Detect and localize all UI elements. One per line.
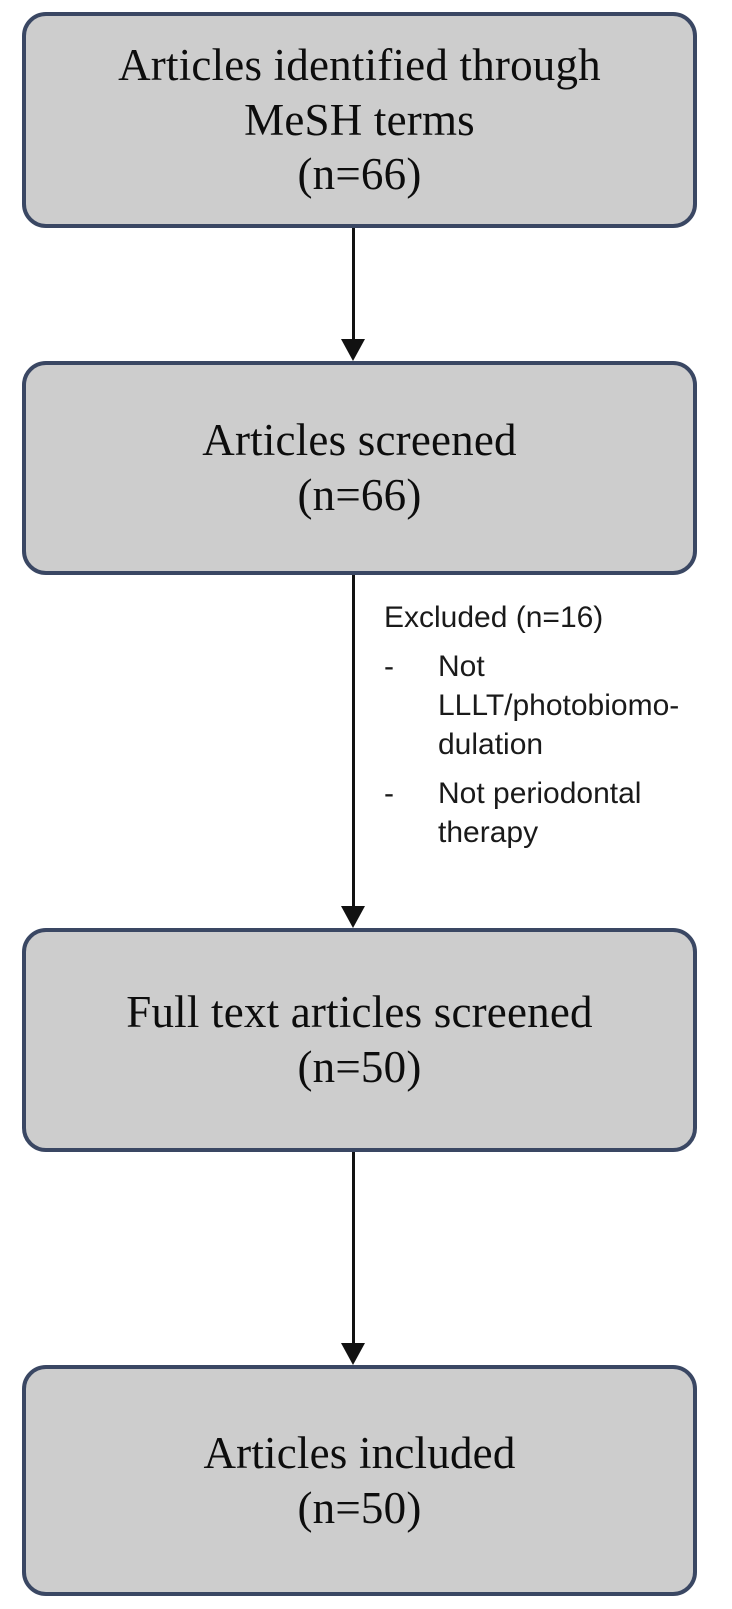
box-identified-line-2: MeSH terms: [244, 94, 475, 145]
arrow-head-icon: [341, 1343, 365, 1365]
flow-box-articles-screened: Articles screened (n=66): [22, 361, 697, 575]
excluded-heading: Excluded (n=16): [384, 601, 604, 634]
box-identified-line-1: Articles identified through: [118, 39, 601, 90]
arrow-shaft-icon: [352, 575, 355, 910]
box-screened-line-1: Articles screened: [202, 415, 517, 466]
bullet-dash-icon: -: [384, 777, 394, 810]
excluded-item-text: Not periodontal therapy: [438, 777, 642, 849]
excluded-list-item: - Not periodontal therapy: [384, 774, 694, 852]
arrow-shaft-icon: [352, 228, 355, 343]
box-screened-line-2: (n=66): [297, 470, 422, 520]
excluded-annotation: Excluded (n=16) - Not LLLT/photobiomo-du…: [384, 598, 694, 852]
box-included-line-1: Articles included: [203, 1427, 516, 1478]
box-fulltext-line-2: (n=50): [297, 1042, 422, 1092]
box-fulltext-line-1: Full text articles screened: [126, 987, 593, 1038]
flow-box-fulltext-screened: Full text articles screened (n=50): [22, 928, 697, 1152]
arrow-head-icon: [341, 339, 365, 361]
box-identified-line-3: (n=66): [297, 149, 422, 200]
arrow-head-icon: [341, 906, 365, 928]
flow-box-articles-included: Articles included (n=50): [22, 1365, 697, 1596]
excluded-list-item: - Not LLLT/photobiomo-dulation: [384, 647, 694, 764]
arrow-shaft-icon: [352, 1152, 355, 1347]
arrow-screened-to-fulltext: [341, 575, 365, 928]
flow-box-articles-identified: Articles identified through MeSH terms (…: [22, 12, 697, 228]
box-included-line-2: (n=50): [297, 1482, 422, 1533]
bullet-dash-icon: -: [384, 650, 394, 683]
excluded-item-text: Not LLLT/photobiomo-dulation: [438, 650, 680, 761]
arrow-fulltext-to-included: [341, 1152, 365, 1365]
arrow-identified-to-screened: [341, 228, 365, 361]
